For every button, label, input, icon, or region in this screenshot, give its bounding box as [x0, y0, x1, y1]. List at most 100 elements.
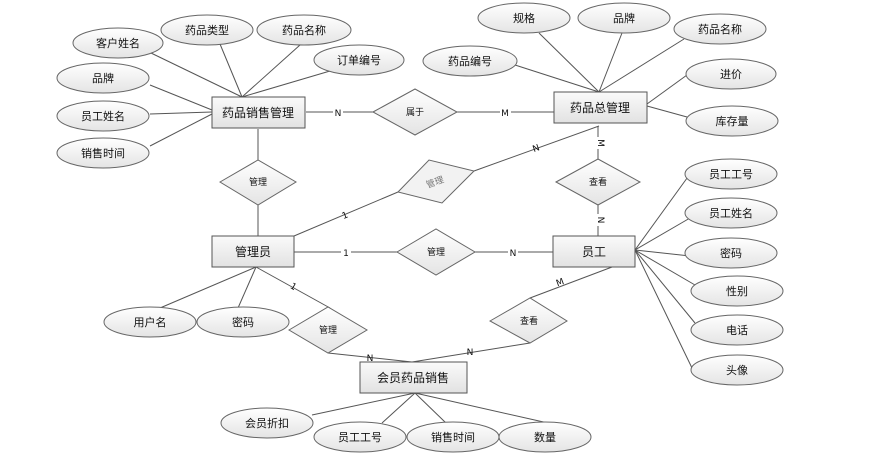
relationship-admin-member[interactable]: 管理	[288, 306, 368, 354]
attribute-quantity: 数量	[498, 421, 592, 453]
svg-text:订单编号: 订单编号	[337, 53, 381, 67]
relationship-label: 查看	[520, 315, 538, 327]
line-admin-password	[237, 266, 257, 309]
line-emp-viewrel	[529, 263, 621, 299]
svg-text:销售时间: 销售时间	[81, 146, 125, 160]
line-emp-id	[634, 173, 691, 251]
attribute-emp-name: 员工姓名	[684, 197, 778, 229]
svg-text:员工姓名: 员工姓名	[709, 206, 753, 220]
cardinality-sales-belongs: N	[335, 109, 342, 119]
relationship-employee-member[interactable]: 查看	[488, 297, 568, 344]
attribute-avatar: 头像	[690, 354, 784, 386]
line-emp-gender	[634, 249, 696, 286]
line-drug-code	[514, 64, 600, 93]
svg-text:规格: 规格	[513, 11, 535, 25]
svg-text:会员折扣: 会员折扣	[245, 416, 289, 430]
line-sales-brand	[149, 84, 213, 111]
entity-label: 管理员	[235, 244, 271, 259]
attribute-order-number: 订单编号	[313, 44, 405, 76]
line-emp-avatar	[634, 249, 693, 369]
entity-drug-general-management[interactable]: 药品总管理	[553, 91, 648, 124]
line-emp-name	[634, 217, 691, 251]
attribute-drug-brand: 品牌	[577, 2, 671, 34]
entity-administrator[interactable]: 管理员	[211, 235, 295, 268]
attribute-emp-password: 密码	[684, 237, 778, 269]
line-admin-druglink	[293, 191, 399, 237]
cardinality-admin-drug-drug: N	[531, 143, 541, 155]
cardinality-admin-emp-emp: N	[510, 249, 517, 259]
cardinality-emp-member-member: N	[467, 348, 474, 358]
entity-label: 会员药品销售	[377, 370, 449, 385]
cardinality-admin-member-member: N	[367, 354, 374, 364]
svg-text:品牌: 品牌	[92, 71, 114, 85]
attribute-spec: 规格	[477, 2, 571, 34]
line-druglink-drug	[473, 125, 600, 172]
line-drug-spec	[538, 32, 600, 93]
cardinality-labels: N M 1 N 1 N M N 1 N M N	[288, 106, 605, 364]
line-member-time	[414, 392, 447, 424]
attribute-employee-name: 员工姓名	[56, 100, 150, 132]
connector-lines	[149, 32, 696, 424]
line-viewrel-member	[411, 342, 531, 363]
svg-text:进价: 进价	[720, 68, 742, 81]
attribute-member-employee-id: 员工工号	[313, 421, 407, 453]
line-admin-memberrel	[255, 266, 331, 309]
attribute-customer-name: 客户姓名	[72, 27, 164, 59]
svg-text:用户名: 用户名	[134, 315, 167, 329]
relationship-belongs[interactable]: 属于	[371, 88, 459, 136]
line-drug-stock	[646, 105, 688, 118]
line-emp-password	[634, 249, 691, 257]
line-drug-price	[646, 74, 688, 105]
line-member-discount	[311, 392, 416, 416]
line-drug-name	[598, 38, 685, 93]
svg-text:库存量: 库存量	[716, 114, 749, 128]
svg-text:密码: 密码	[232, 315, 254, 329]
svg-text:药品名称: 药品名称	[282, 23, 326, 37]
svg-text:员工姓名: 员工姓名	[81, 109, 125, 123]
relationship-employee-drug[interactable]: 查看	[554, 158, 642, 206]
relationship-label: 管理	[427, 246, 445, 258]
attribute-employee-id: 员工工号	[684, 158, 778, 190]
svg-text:数量: 数量	[534, 431, 556, 444]
cardinality-emp-view: N	[595, 217, 605, 224]
entity-employee[interactable]: 员工	[552, 235, 636, 268]
line-sales-name	[241, 44, 301, 98]
relationship-admin-employee[interactable]: 管理	[396, 228, 476, 276]
relationship-admin-sales[interactable]: 管理	[219, 159, 297, 206]
svg-text:药品编号: 药品编号	[448, 54, 492, 68]
line-sales-time	[149, 113, 213, 147]
attribute-purchase-price: 进价	[685, 58, 777, 90]
attribute-drug-code: 药品编号	[422, 45, 518, 77]
svg-text:品牌: 品牌	[613, 11, 635, 25]
svg-text:药品名称: 药品名称	[698, 22, 742, 36]
attribute-drug-type: 药品类型	[160, 14, 254, 46]
attribute-gender: 性别	[690, 275, 784, 307]
svg-text:电话: 电话	[726, 324, 748, 337]
attribute-phone: 电话	[690, 314, 784, 346]
cardinality-belongs-drug: M	[501, 109, 509, 119]
entity-member-drug-sales[interactable]: 会员药品销售	[359, 361, 468, 394]
relationship-label: 管理	[319, 324, 337, 336]
attribute-member-sales-time: 销售时间	[406, 421, 500, 453]
entity-label: 员工	[582, 245, 606, 259]
line-sales-order	[241, 70, 331, 98]
line-member-qty	[414, 392, 549, 424]
attribute-admin-password: 密码	[196, 306, 290, 338]
attribute-stock: 库存量	[685, 105, 779, 137]
svg-text:销售时间: 销售时间	[431, 430, 475, 444]
svg-text:性别: 性别	[726, 284, 748, 298]
cardinality-emp-member-emp: M	[555, 277, 566, 289]
cardinality-drug-view: M	[595, 139, 605, 147]
cardinality-admin-member-admin: 1	[288, 282, 298, 294]
entity-label: 药品总管理	[570, 100, 630, 115]
relationship-admin-drug[interactable]: 管理	[397, 159, 475, 204]
line-member-empid	[381, 392, 416, 424]
line-sales-customer	[150, 52, 243, 98]
line-drug-brand	[598, 32, 623, 93]
relationship-label: 管理	[249, 176, 267, 188]
cardinality-admin-drug-admin: 1	[341, 210, 350, 221]
entity-drug-sales-management[interactable]: 药品销售管理	[211, 96, 306, 129]
svg-text:密码: 密码	[720, 246, 742, 260]
attribute-sales-time: 销售时间	[56, 137, 150, 169]
